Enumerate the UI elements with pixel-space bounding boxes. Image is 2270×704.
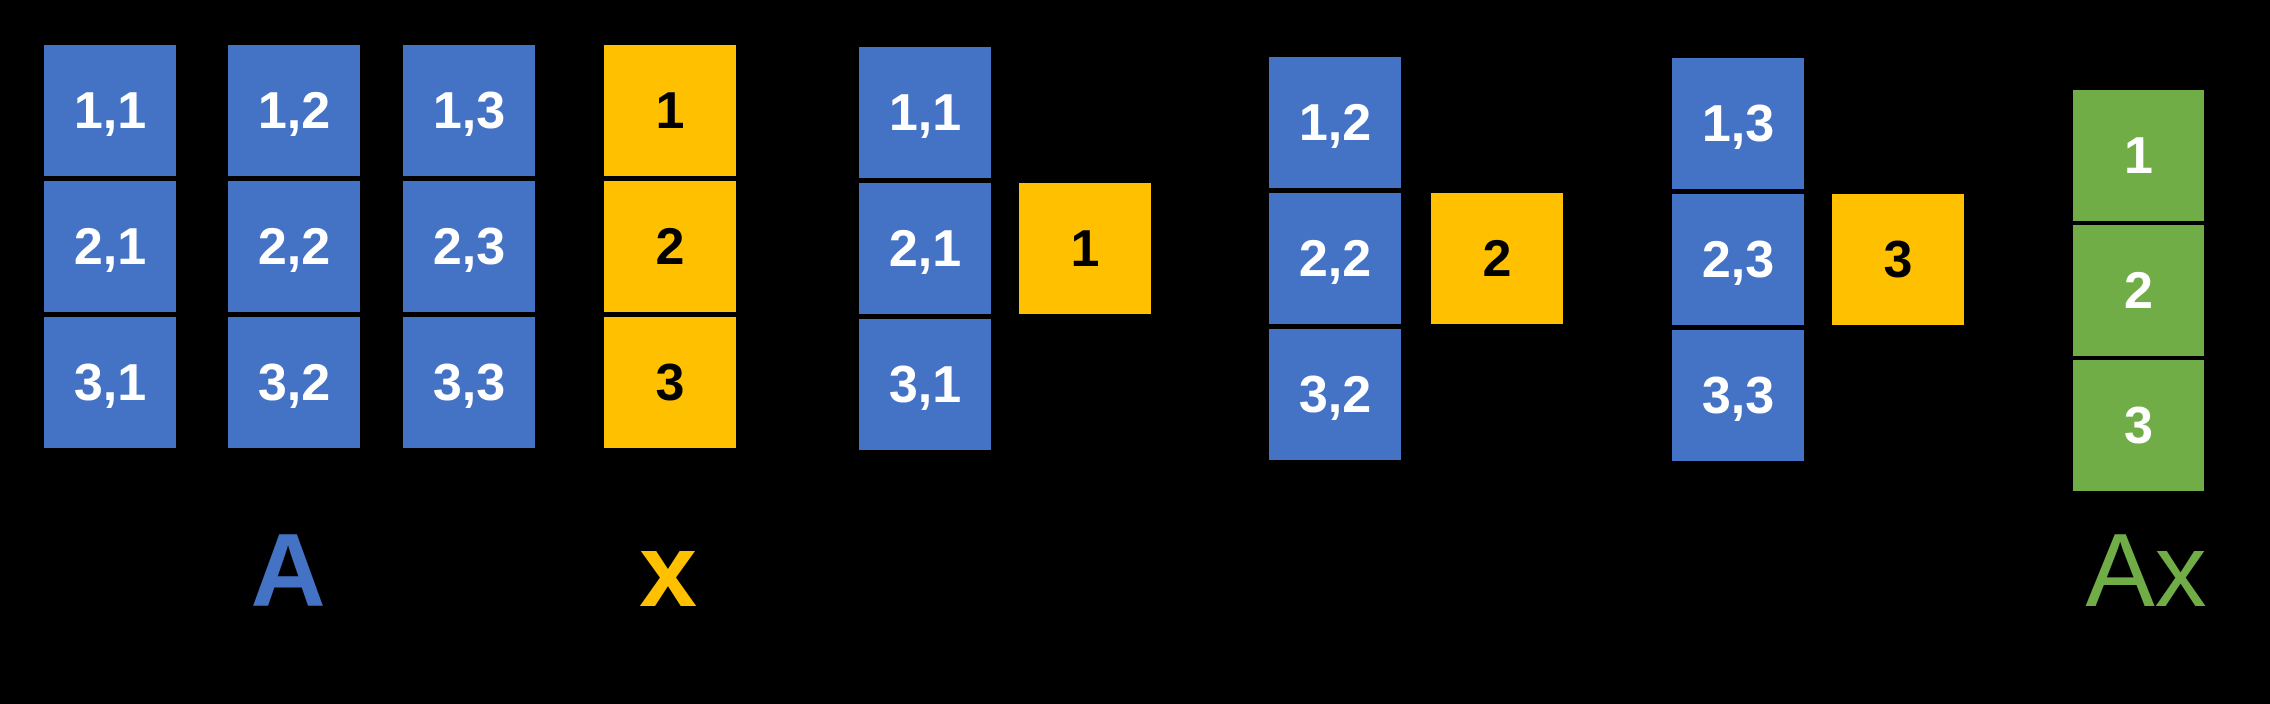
scalar-cell: 1 — [1019, 183, 1151, 314]
matrix-cell: 3,1 — [44, 317, 176, 448]
vector-cell: 3 — [604, 317, 736, 448]
matrix-a-column-3: 1,3 2,3 3,3 — [403, 45, 535, 448]
matrix-cell: 1,3 — [403, 45, 535, 176]
x-vector-label: x — [639, 513, 697, 629]
matrix-a-column-2: 1,2 2,2 3,2 — [228, 45, 360, 448]
scalar-cell: 2 — [1431, 193, 1563, 324]
matrix-cell: 1,3 — [1672, 58, 1804, 189]
result-cell: 2 — [2073, 225, 2204, 356]
matrix-cell: 1,2 — [228, 45, 360, 176]
x-vector-column: 1 2 3 — [604, 45, 736, 448]
matrix-a-column-1: 1,1 2,1 3,1 — [44, 45, 176, 448]
result-ax-label: Ax — [2085, 513, 2207, 629]
vector-cell: 1 — [604, 45, 736, 176]
result-cell: 3 — [2073, 360, 2204, 491]
matrix-cell: 2,3 — [1672, 194, 1804, 325]
matrix-cell: 1,1 — [859, 47, 991, 178]
matrix-a-label: A — [250, 513, 326, 629]
vector-cell: 2 — [604, 181, 736, 312]
result-cell: 1 — [2073, 90, 2204, 221]
matrix-cell: 2,1 — [44, 181, 176, 312]
matrix-cell: 3,1 — [859, 319, 991, 450]
matrix-cell: 2,2 — [1269, 193, 1401, 324]
product-2-column: 1,2 2,2 3,2 — [1269, 57, 1401, 460]
matrix-cell: 1,2 — [1269, 57, 1401, 188]
matrix-cell: 2,2 — [228, 181, 360, 312]
scalar-cell: 3 — [1832, 194, 1964, 325]
matrix-cell: 3,3 — [403, 317, 535, 448]
product-3-column: 1,3 2,3 3,3 — [1672, 58, 1804, 461]
matrix-cell: 2,3 — [403, 181, 535, 312]
product-1-column: 1,1 2,1 3,1 — [859, 47, 991, 450]
matrix-cell: 3,3 — [1672, 330, 1804, 461]
matrix-cell: 3,2 — [228, 317, 360, 448]
result-column: 1 2 3 — [2073, 90, 2204, 491]
matrix-cell: 1,1 — [44, 45, 176, 176]
matrix-cell: 3,2 — [1269, 329, 1401, 460]
matrix-cell: 2,1 — [859, 183, 991, 314]
